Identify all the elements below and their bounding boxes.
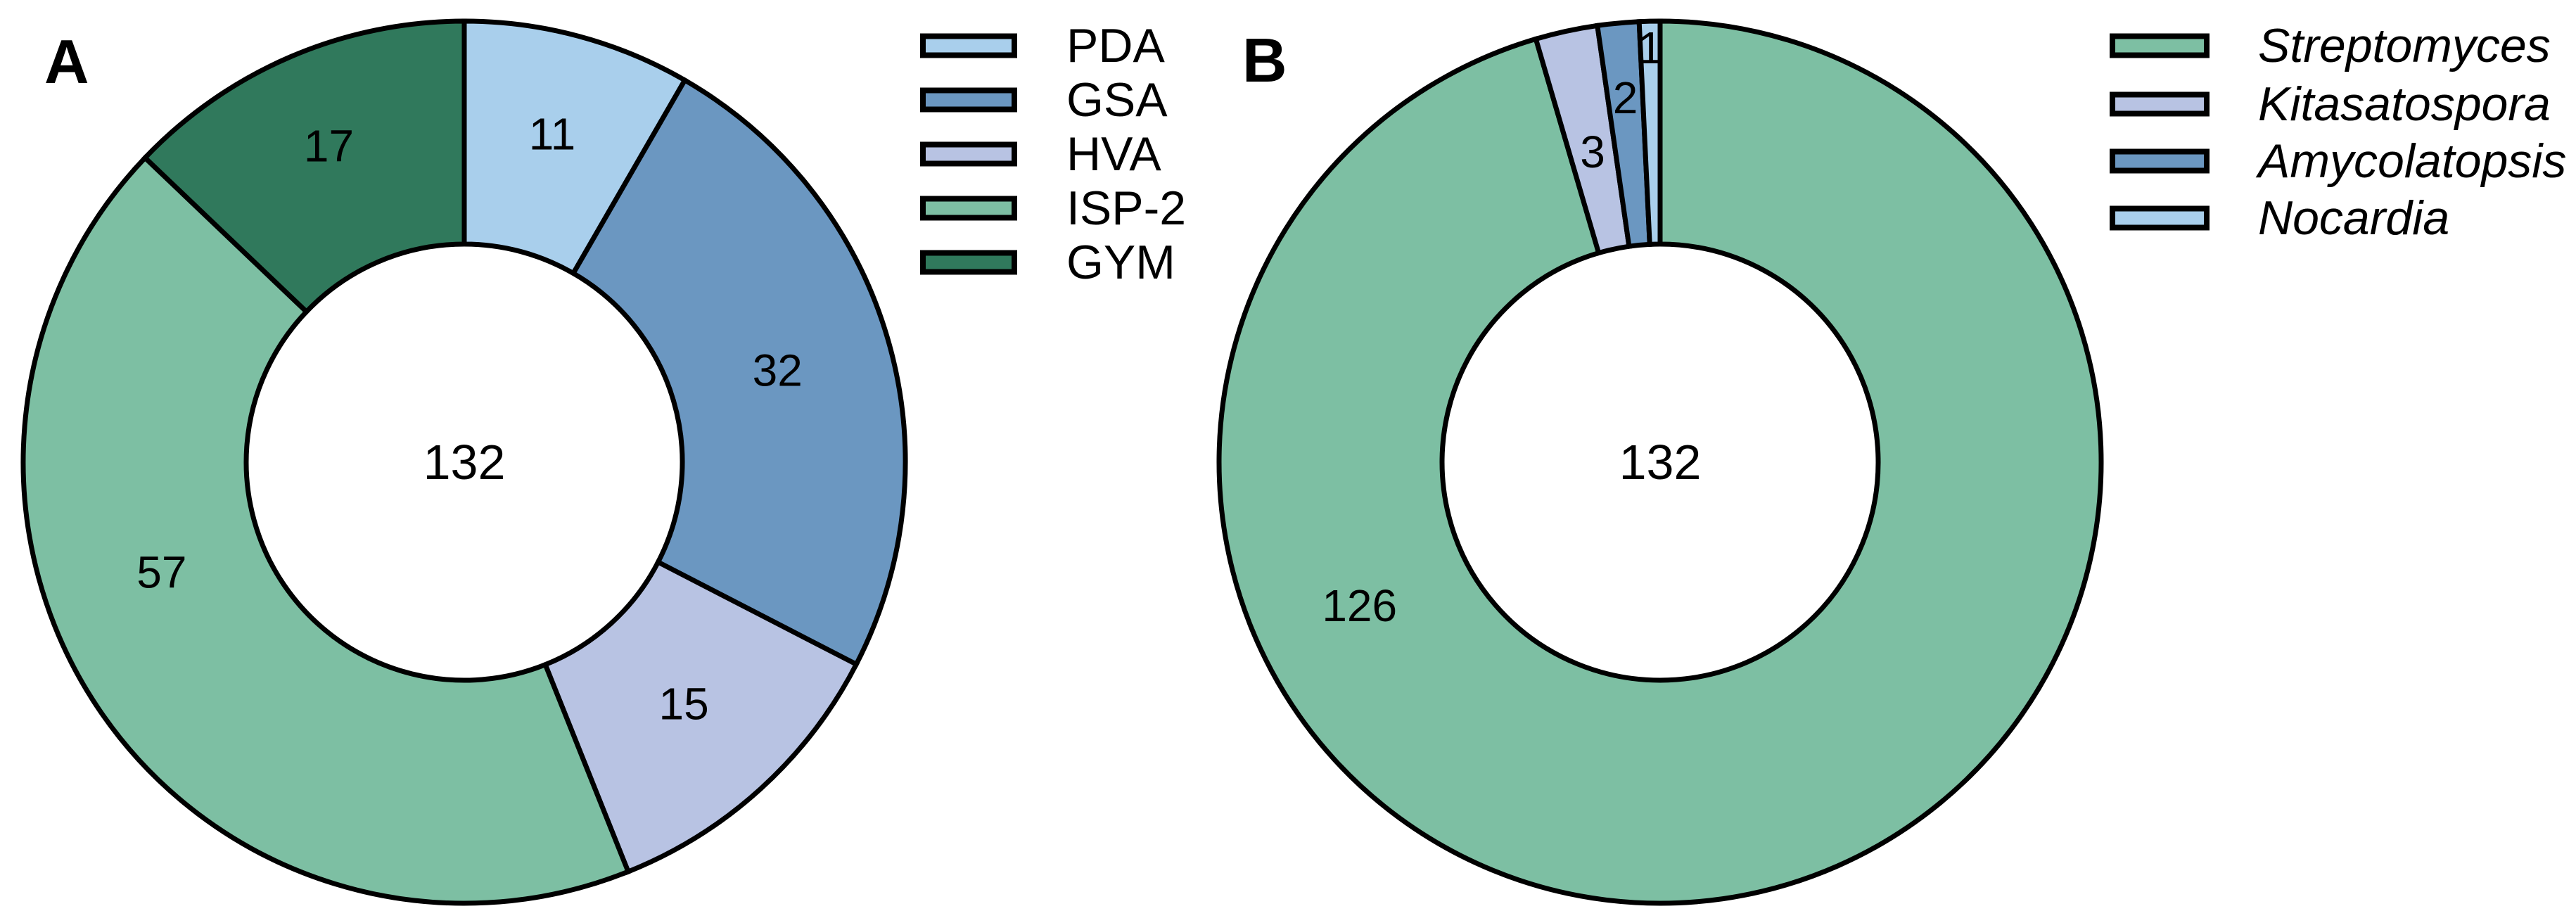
slice-value-label-kitasatospora: 3 xyxy=(1580,127,1605,177)
donut-chart-a: 11 32 15 57 17 132 xyxy=(20,18,908,906)
slice-value-label-gsa: 32 xyxy=(753,345,803,395)
legend-swatch-isp-2 xyxy=(920,196,1017,221)
slice-value-label-nocardia: 1 xyxy=(1638,23,1663,73)
donut-slice-gym xyxy=(141,18,467,316)
legend-swatch-nocardia xyxy=(2110,205,2210,231)
legend-label-kitasatospora: Kitasatospora xyxy=(2258,77,2551,131)
legend-label-hva: HVA xyxy=(1066,127,1161,181)
slice-value-label-gym: 17 xyxy=(304,120,354,171)
legend-swatch-hva xyxy=(920,141,1017,167)
legend-chart-b: StreptomycesKitasatosporaAmycolatopsisNo… xyxy=(2110,19,2566,245)
legend-label-gym: GYM xyxy=(1066,236,1175,289)
legend-label-gsa: GSA xyxy=(1066,73,1168,127)
slice-value-label-pda: 11 xyxy=(529,109,575,160)
slice-value-label-isp-2: 57 xyxy=(136,547,186,598)
donut-slice-nocardia xyxy=(1636,18,1663,248)
donut-center-total-a: 132 xyxy=(423,435,506,490)
legend-label-pda: PDA xyxy=(1066,19,1165,72)
legend-swatch-amycolatopsis xyxy=(2110,148,2210,174)
donut-chart-b: 126 321 132 xyxy=(1216,18,2104,906)
slice-value-label-hva: 15 xyxy=(659,678,709,729)
panel-b-letter: B xyxy=(1242,25,1287,95)
panel-a-letter: A xyxy=(44,27,89,96)
slice-value-label-amycolatopsis: 2 xyxy=(1613,72,1638,123)
legend-swatch-gym xyxy=(920,250,1017,275)
legend-swatch-streptomyces xyxy=(2110,33,2210,58)
legend-swatch-pda xyxy=(920,33,1017,58)
legend-label-streptomyces: Streptomyces xyxy=(2258,19,2551,72)
donut-slice-gsa xyxy=(570,77,908,668)
legend-label-nocardia: Nocardia xyxy=(2258,191,2449,245)
legend-swatch-gsa xyxy=(920,87,1017,113)
donut-slice-hva xyxy=(542,559,860,875)
donut-slice-streptomyces xyxy=(1216,18,2104,906)
legend-label-isp-2: ISP-2 xyxy=(1066,181,1186,235)
legend-label-amycolatopsis: Amycolatopsis xyxy=(2255,134,2566,188)
donut-center-total-b: 132 xyxy=(1619,435,1702,490)
legend-swatch-kitasatospora xyxy=(2110,91,2210,117)
slice-value-label-streptomyces: 126 xyxy=(1322,580,1397,631)
donut-slice-isp-2 xyxy=(20,154,632,906)
